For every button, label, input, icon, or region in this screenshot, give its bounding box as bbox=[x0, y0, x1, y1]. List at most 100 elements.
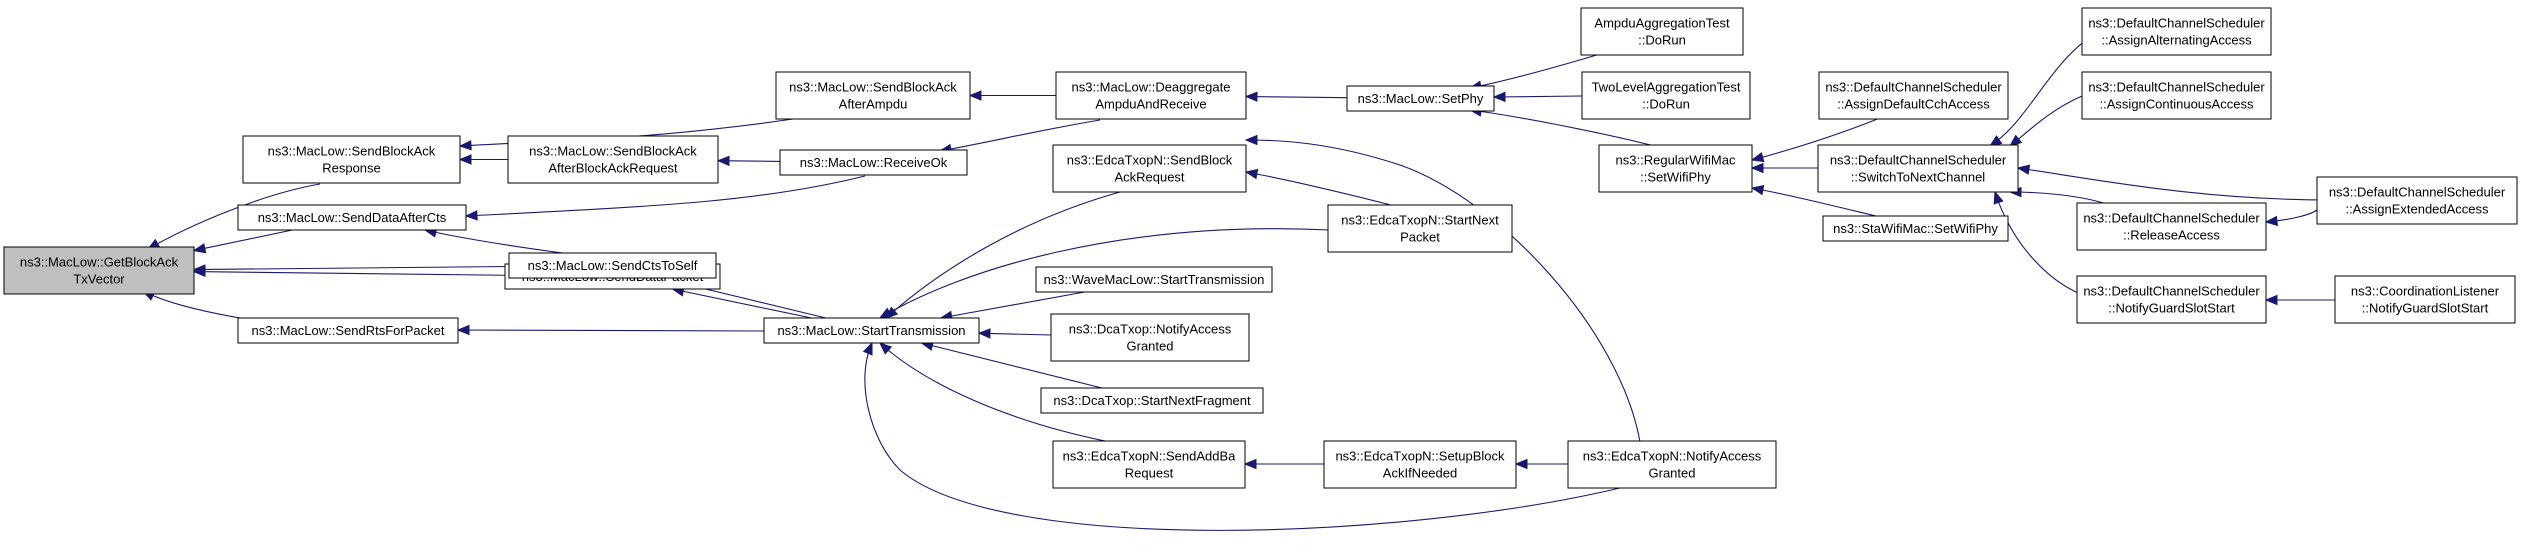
node-dcasnf[interactable]: ns3::DcaTxop::StartNextFragment bbox=[1040, 387, 1264, 414]
node-box[interactable] bbox=[1035, 266, 1273, 293]
node-box[interactable] bbox=[508, 252, 717, 279]
node-box[interactable] bbox=[1822, 215, 2009, 242]
node-label: ns3::MacLow::StartTransmission bbox=[777, 323, 965, 338]
edge-line bbox=[2017, 167, 2331, 201]
node-rok[interactable]: ns3::MacLow::ReceiveOk bbox=[779, 149, 968, 176]
node-ampdu[interactable]: AmpduAggregationTest::DoRun bbox=[1580, 7, 1744, 56]
node-box[interactable] bbox=[1323, 440, 1517, 489]
node-box[interactable] bbox=[1052, 440, 1246, 489]
arrowhead bbox=[1750, 184, 1765, 196]
node-clngss[interactable]: ns3::CoordinationListener::NotifyGuardSl… bbox=[2334, 275, 2516, 324]
node-dcsngss[interactable]: ns3::DefaultChannelScheduler::NotifyGuar… bbox=[2076, 275, 2267, 324]
node-box[interactable] bbox=[1580, 7, 1744, 56]
node-label: ns3::WaveMacLow::StartTransmission bbox=[1044, 272, 1265, 287]
node-label: ns3::MacLow::SetPhy bbox=[1358, 91, 1484, 106]
node-box[interactable] bbox=[2081, 71, 2272, 120]
node-box[interactable] bbox=[242, 135, 461, 184]
node-box[interactable] bbox=[2081, 7, 2272, 56]
arrowhead bbox=[458, 140, 472, 151]
edge-esbar-to-st bbox=[885, 191, 1121, 319]
node-box[interactable] bbox=[237, 204, 467, 231]
node-label: ns3::MacLow::SendDataAfterCts bbox=[258, 210, 447, 225]
node-box[interactable] bbox=[1052, 144, 1247, 193]
edge-line bbox=[672, 288, 812, 319]
node-label: ::AssignDefaultCchAccess bbox=[1837, 97, 1990, 112]
node-dcsstnc[interactable]: ns3::DefaultChannelScheduler::SwitchToNe… bbox=[1817, 144, 2019, 193]
node-st[interactable]: ns3::MacLow::StartTransmission bbox=[763, 317, 980, 344]
node-box[interactable] bbox=[1040, 387, 1264, 414]
edge-line bbox=[424, 229, 571, 255]
node-twol[interactable]: TwoLevelAggregationTest::DoRun bbox=[1581, 71, 1751, 120]
node-dcsaea[interactable]: ns3::DefaultChannelScheduler::AssignExte… bbox=[2316, 176, 2518, 225]
node-srfp[interactable]: ns3::MacLow::SendRtsForPacket bbox=[237, 317, 459, 344]
node-box[interactable] bbox=[1050, 313, 1250, 362]
node-swm[interactable]: ns3::StaWifiMac::SetWifiPhy bbox=[1822, 215, 2009, 242]
node-box[interactable] bbox=[1346, 85, 1495, 112]
edge-st-to-sdp bbox=[671, 286, 812, 319]
node-box[interactable] bbox=[2334, 275, 2516, 324]
node-sbabar[interactable]: ns3::MacLow::SendBlockAckAfterBlockAckRe… bbox=[507, 135, 719, 184]
arrowhead bbox=[879, 342, 893, 355]
arrowhead bbox=[2008, 134, 2023, 147]
node-sctss[interactable]: ns3::MacLow::SendCtsToSelf bbox=[508, 252, 717, 279]
node-label: Request bbox=[1125, 466, 1174, 481]
arrowhead bbox=[1750, 162, 1764, 174]
node-label: ::AssignExtendedAccess bbox=[2345, 202, 2489, 217]
node-sdac[interactable]: ns3::MacLow::SendDataAfterCts bbox=[237, 204, 467, 231]
node-box[interactable] bbox=[237, 317, 459, 344]
node-box[interactable] bbox=[2076, 202, 2267, 251]
node-wmst[interactable]: ns3::WaveMacLow::StartTransmission bbox=[1035, 266, 1273, 293]
node-box[interactable] bbox=[1055, 71, 1247, 120]
node-box[interactable] bbox=[1327, 204, 1513, 253]
node-label: ::SetWifiPhy bbox=[1640, 170, 1711, 185]
node-dcsra[interactable]: ns3::DefaultChannelScheduler::ReleaseAcc… bbox=[2076, 202, 2267, 251]
edge-line bbox=[142, 290, 253, 321]
arrowhead bbox=[1750, 151, 1765, 163]
node-label: Granted bbox=[1649, 466, 1696, 481]
node-box[interactable] bbox=[1598, 144, 1753, 193]
node-box[interactable] bbox=[2076, 275, 2267, 324]
node-label: ::DoRun bbox=[1642, 97, 1690, 112]
node-box[interactable] bbox=[763, 317, 980, 344]
edge-swm-to-rwm bbox=[1750, 184, 1881, 218]
node-dcsadca[interactable]: ns3::DefaultChannelScheduler::AssignDefa… bbox=[1818, 71, 2009, 120]
arrowhead bbox=[1492, 91, 1506, 103]
node-label: ns3::EdcaTxopN::NotifyAccess bbox=[1583, 449, 1762, 464]
edge-line bbox=[457, 329, 765, 332]
arrowhead bbox=[458, 154, 472, 165]
edge-rok-to-sbabar bbox=[716, 155, 781, 167]
node-setphy[interactable]: ns3::MacLow::SetPhy bbox=[1346, 85, 1495, 112]
arrowhead bbox=[192, 243, 207, 254]
arrowhead bbox=[716, 155, 730, 167]
node-box[interactable] bbox=[775, 71, 971, 120]
node-dcsaca[interactable]: ns3::DefaultChannelScheduler::AssignCont… bbox=[2081, 71, 2272, 120]
arrowhead bbox=[456, 324, 470, 336]
node-label: ::ReleaseAccess bbox=[2123, 228, 2220, 243]
node-dcsaaa[interactable]: ns3::DefaultChannelScheduler::AssignAlte… bbox=[2081, 7, 2272, 56]
node-label: AfterAmpdu bbox=[839, 97, 908, 112]
node-box[interactable] bbox=[1818, 71, 2009, 120]
root-node-box[interactable] bbox=[3, 246, 195, 295]
node-box[interactable] bbox=[2316, 176, 2518, 225]
node-box[interactable] bbox=[1581, 71, 1751, 120]
node-box[interactable] bbox=[779, 149, 968, 176]
node-label: AmpduAndReceive bbox=[1095, 97, 1206, 112]
node-label: ::AssignContinuousAccess bbox=[2100, 97, 2254, 112]
node-rwm[interactable]: ns3::RegularWifiMac::SetWifiPhy bbox=[1598, 144, 1753, 193]
node-box[interactable] bbox=[1567, 440, 1777, 489]
node-box[interactable] bbox=[507, 135, 719, 184]
node-box[interactable] bbox=[1817, 144, 2019, 193]
edge-line bbox=[193, 271, 506, 276]
edge-line bbox=[1245, 171, 1396, 207]
